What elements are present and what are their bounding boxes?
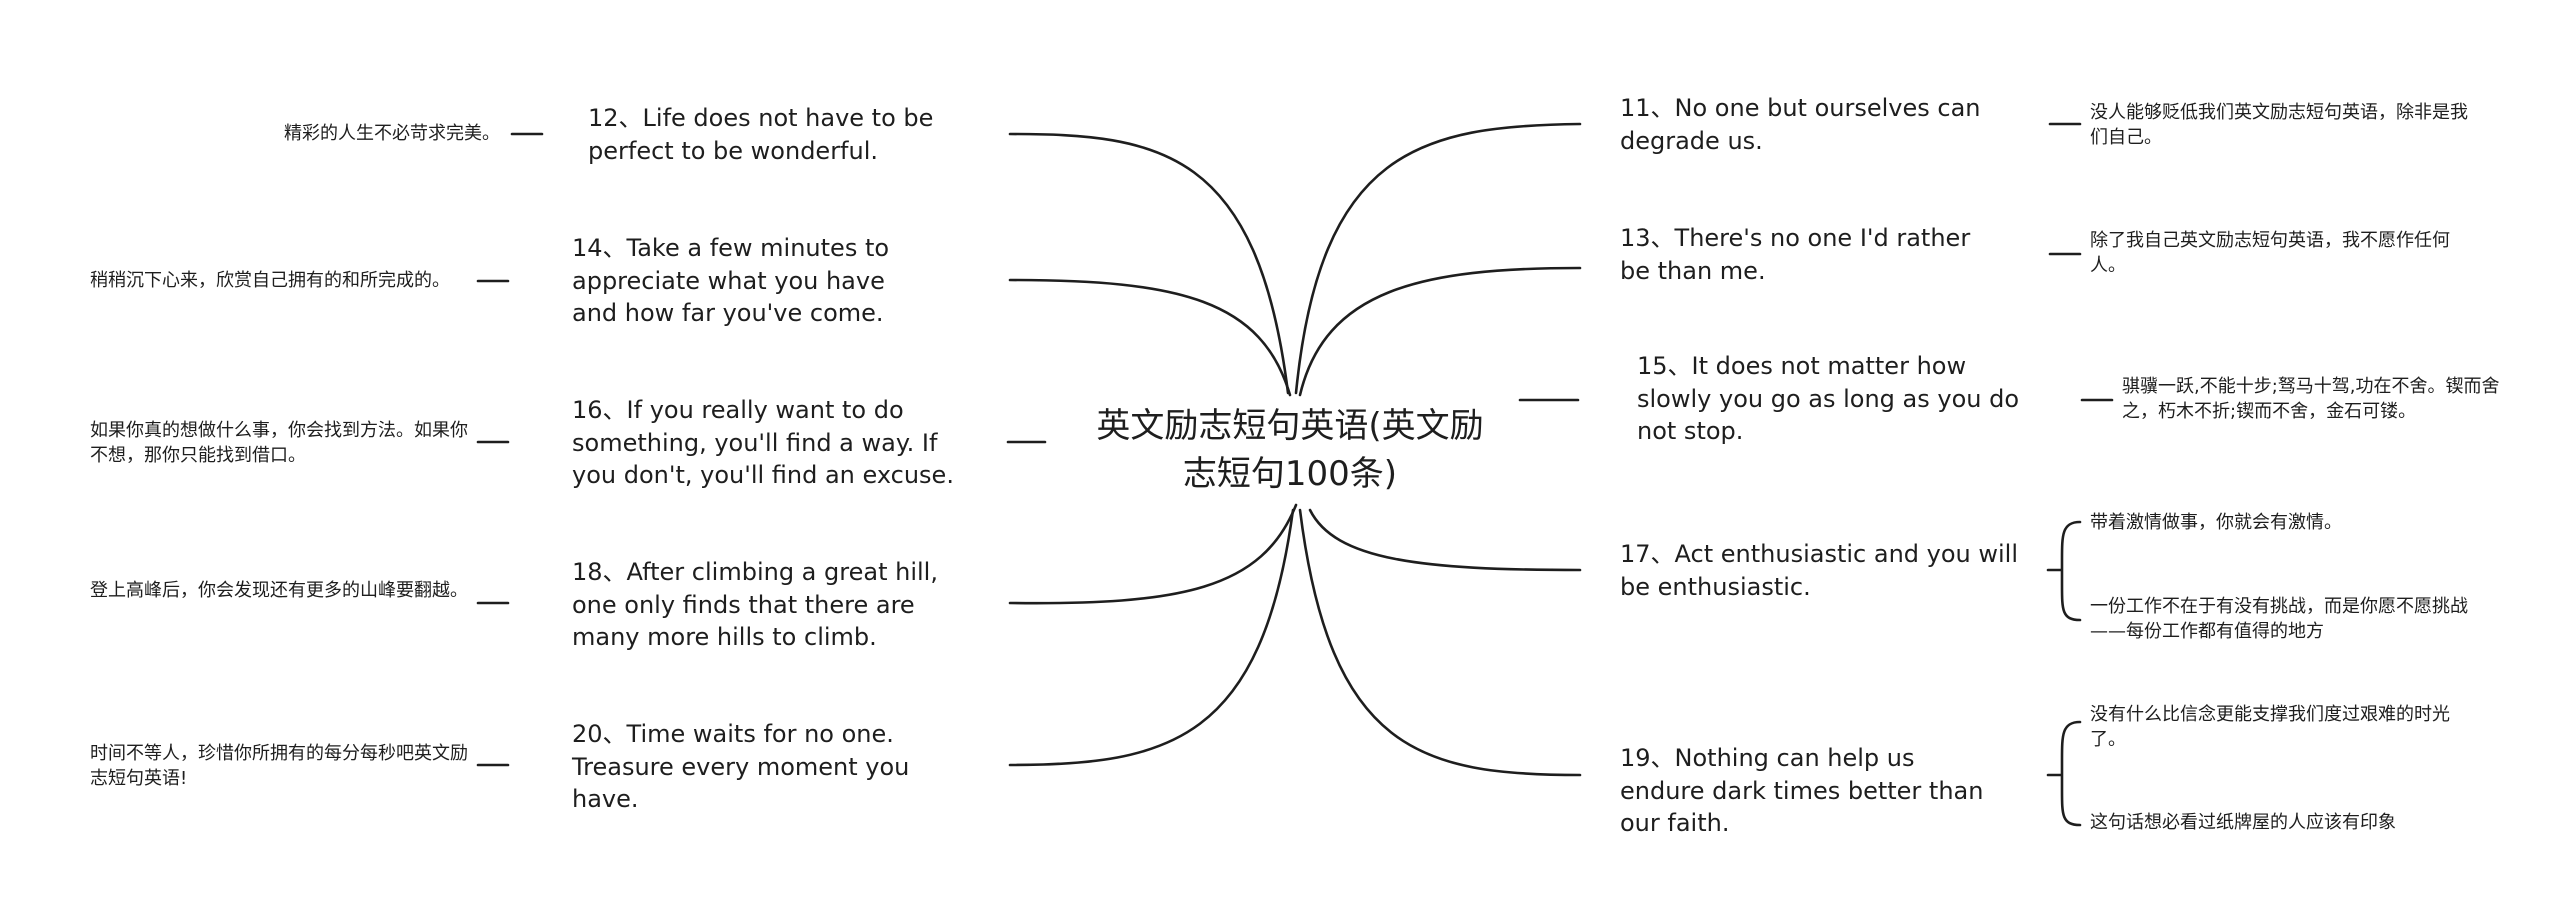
branch-15-note[interactable]: 骐骥一跃,不能十步;驽马十驾,功在不舍。锲而舍之，朽木不折;锲而不舍，金石可镂。 xyxy=(2122,376,2500,422)
connector-14 xyxy=(1008,278,1292,397)
branch-11-note[interactable]: 没人能够贬低我们英文励志短句英语，除非是我们自己。 xyxy=(2090,102,2468,148)
connector-18 xyxy=(1008,503,1298,605)
branch-16-text[interactable]: 16、If you really want to do something, y… xyxy=(572,396,954,489)
branch-17-note-2[interactable]: 一份工作不在于有没有挑战，而是你愿不愿挑战——每份工作都有值得的地方 xyxy=(2090,596,2468,642)
branch-15-text[interactable]: 15、It does not matter how slowly you go … xyxy=(1637,352,2020,445)
branch-12-note[interactable]: 精彩的人生不必苛求完美。 xyxy=(284,123,500,144)
branch-12-text[interactable]: 12、Life does not have to be perfect to b… xyxy=(588,104,934,165)
branch-16-note[interactable]: 如果你真的想做什么事，你会找到方法。如果你不想，那你只能找到借口。 xyxy=(90,420,468,466)
branch-18-text[interactable]: 18、After climbing a great hill, one only… xyxy=(572,558,938,651)
branch-17-text[interactable]: 17、Act enthusiastic and you will be enth… xyxy=(1620,540,2019,601)
bracket-17 xyxy=(2046,520,2082,622)
branch-18-note[interactable]: 登上高峰后，你会发现还有更多的山峰要翻越。 xyxy=(90,580,468,601)
connector-12 xyxy=(1008,132,1290,395)
connector-17 xyxy=(1308,508,1582,572)
branch-11-text[interactable]: 11、No one but ourselves can degrade us. xyxy=(1620,94,1981,155)
branch-20-text[interactable]: 20、Time waits for no one. Treasure every… xyxy=(572,720,910,813)
branch-19-note-2[interactable]: 这句话想必看过纸牌屋的人应该有印象 xyxy=(2090,812,2396,833)
branch-19-text[interactable]: 19、Nothing can help us endure dark times… xyxy=(1620,744,1984,837)
branch-20-note[interactable]: 时间不等人，珍惜你所拥有的每分每秒吧英文励志短句英语! xyxy=(90,743,468,789)
branch-13-note[interactable]: 除了我自己英文励志短句英语，我不愿作任何人。 xyxy=(2090,230,2450,276)
center-topic[interactable]: 英文励志短句英语(英文励志短句100条) xyxy=(1096,406,1484,494)
connector-20 xyxy=(1008,508,1295,767)
connector-11 xyxy=(1294,122,1582,395)
connector-19 xyxy=(1298,508,1582,777)
branch-14-text[interactable]: 14、Take a few minutes to appreciate what… xyxy=(572,234,890,327)
branch-14-note[interactable]: 稍稍沉下心来，欣赏自己拥有的和所完成的。 xyxy=(90,270,450,291)
bracket-19 xyxy=(2046,720,2082,827)
connector-13 xyxy=(1298,266,1582,397)
branch-19-note-1[interactable]: 没有什么比信念更能支撑我们度过艰难的时光了。 xyxy=(2090,704,2450,750)
branch-17-note-1[interactable]: 带着激情做事，你就会有激情。 xyxy=(2090,512,2342,533)
branch-13-text[interactable]: 13、There's no one I'd rather be than me. xyxy=(1620,224,1971,285)
